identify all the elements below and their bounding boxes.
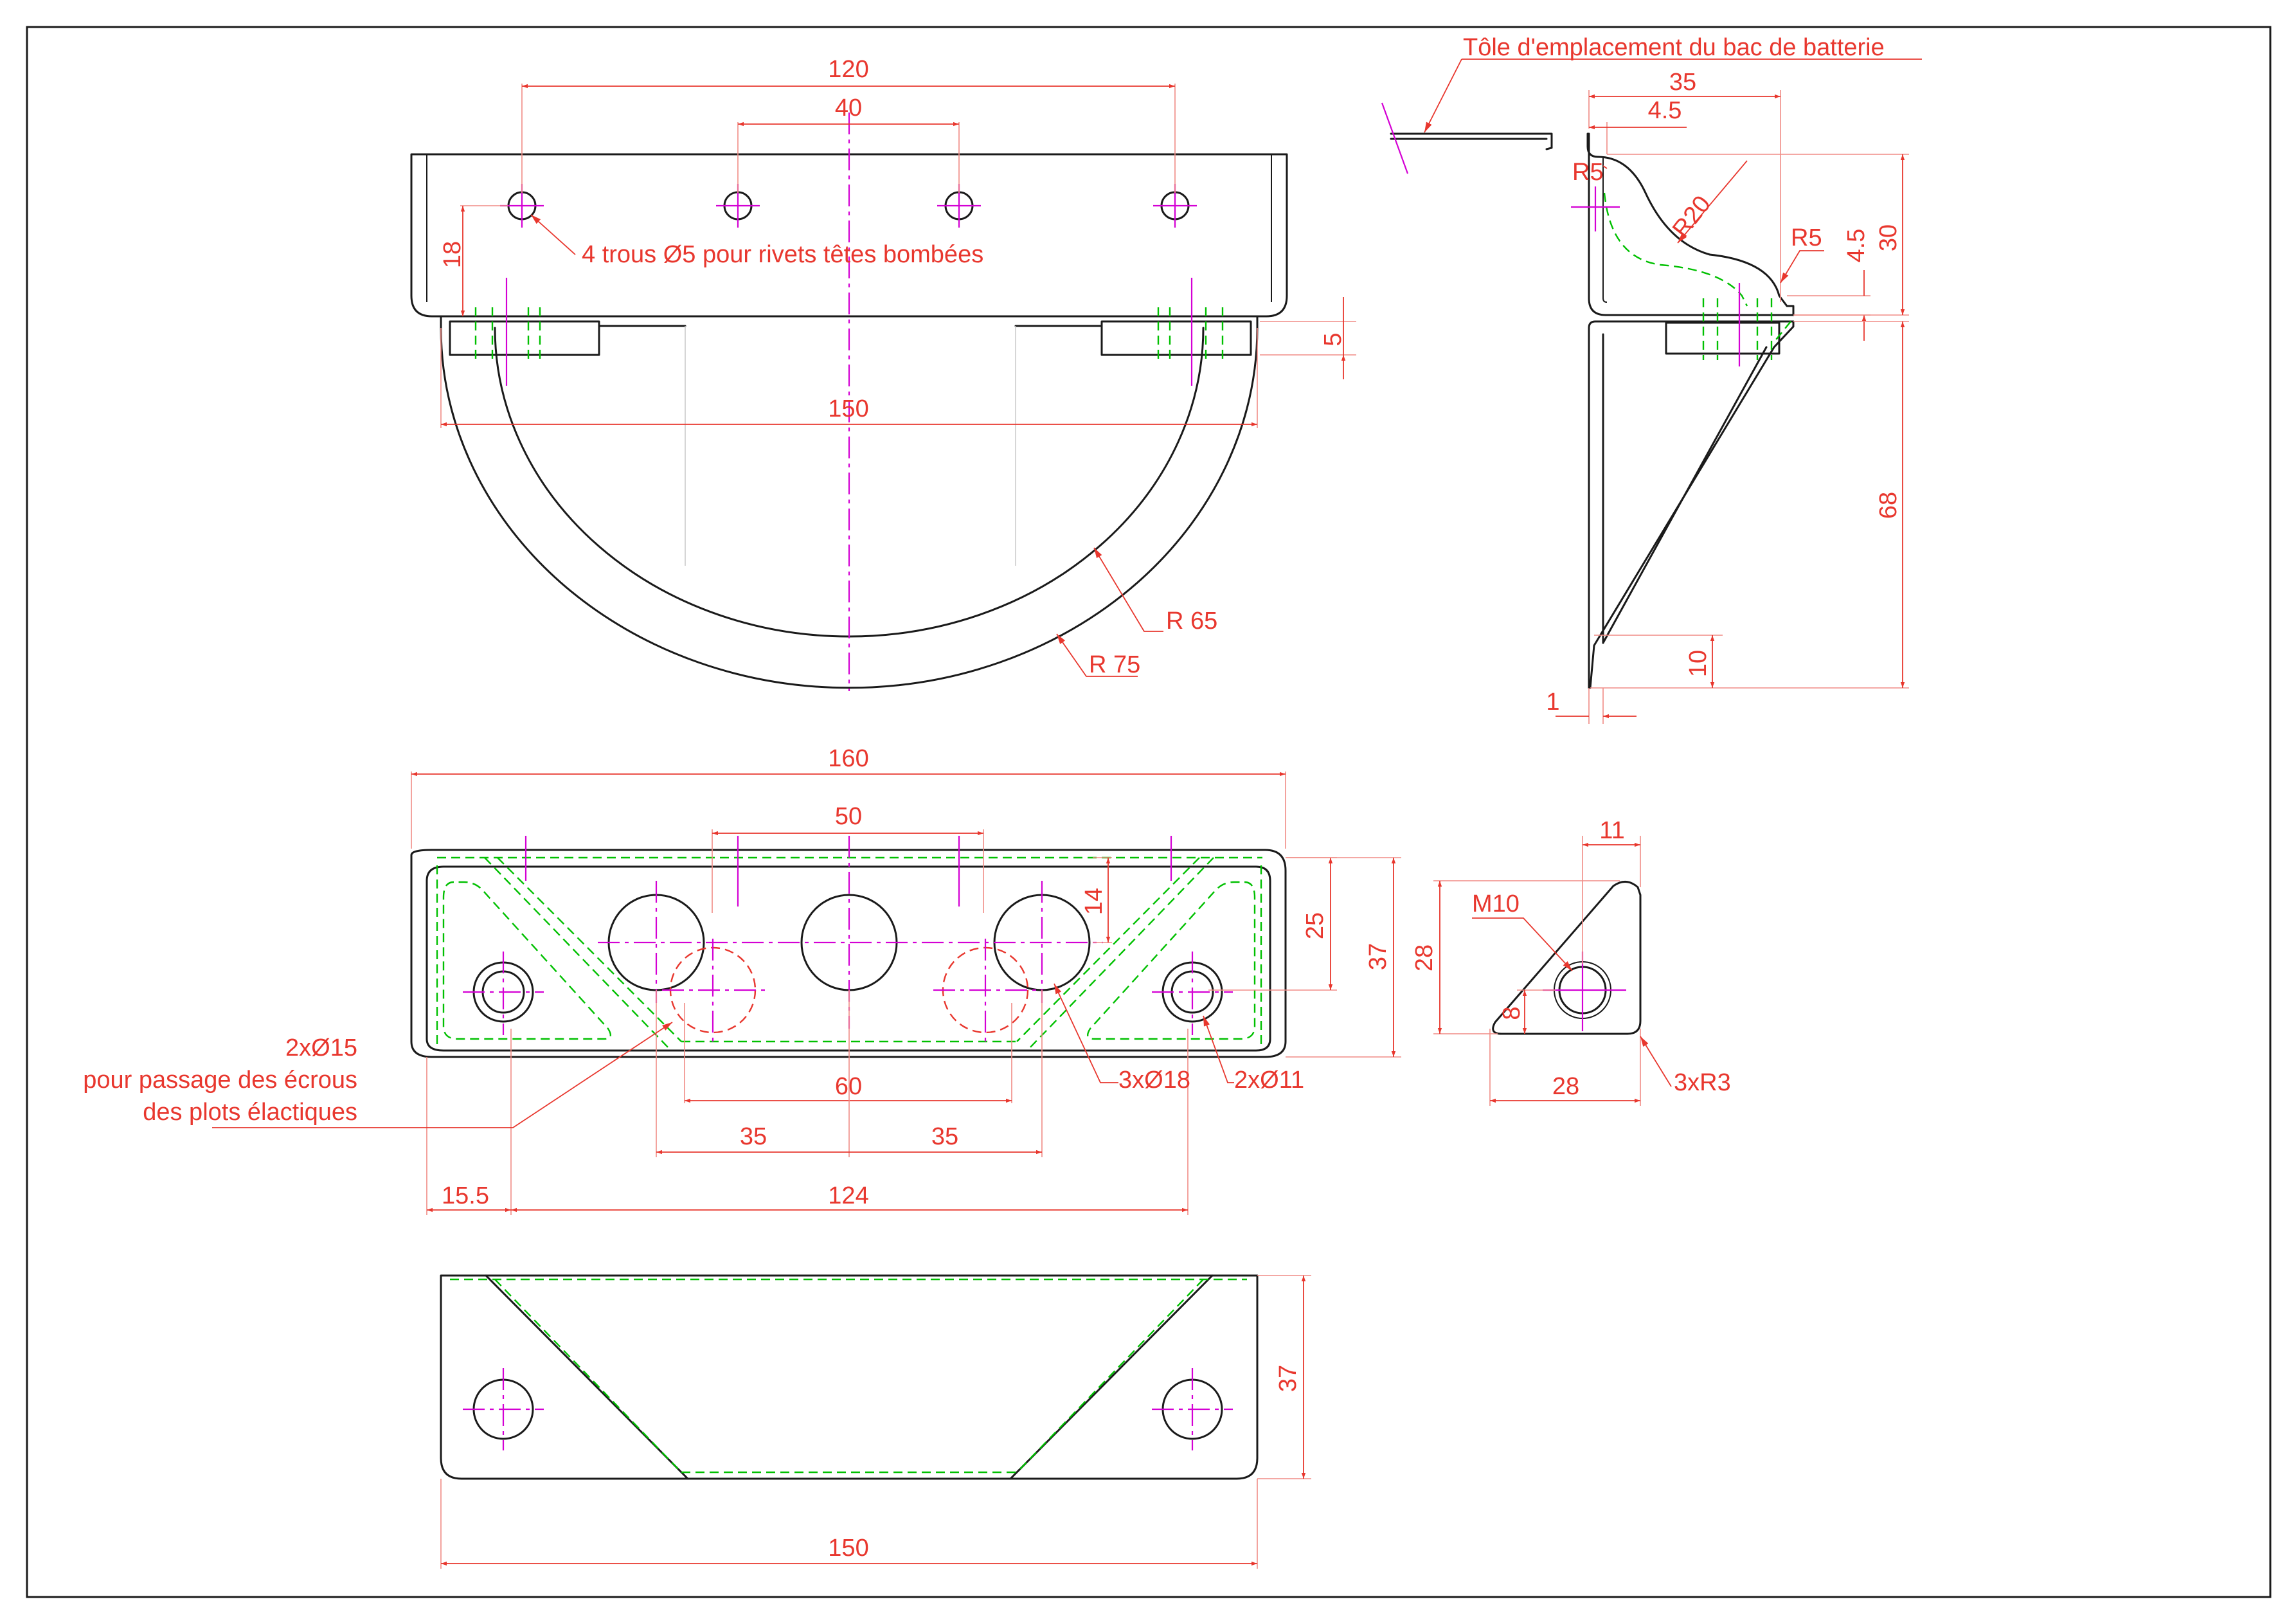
dim-35-left: 35 — [740, 1123, 767, 1150]
dim-124: 124 — [828, 1182, 868, 1209]
note-line2: pour passage des écrous — [83, 1067, 357, 1094]
dim-8: 8 — [1498, 1006, 1525, 1020]
outer-arc-r75 — [440, 327, 1259, 689]
note-line3: des plots élactiques — [143, 1099, 357, 1126]
top-flange-outline — [410, 153, 1288, 318]
dim-150-bottom: 150 — [828, 1535, 868, 1562]
dim-4-5-top: 4.5 — [1648, 97, 1682, 124]
front-view: 160 50 14 25 37 60 35 35 15.5 124 2xØ15 — [83, 745, 1401, 1215]
dim-37-front: 37 — [1365, 943, 1392, 970]
dim-18: 18 — [439, 241, 466, 268]
side-bracket-lower — [1588, 320, 1795, 689]
m10-label: M10 — [1472, 890, 1520, 917]
dim-1: 1 — [1546, 689, 1559, 716]
dim-14: 14 — [1081, 888, 1108, 915]
dim-28-v: 28 — [1411, 944, 1438, 971]
dim-28-h: 28 — [1552, 1073, 1579, 1100]
r75-label: R 75 — [1089, 651, 1140, 678]
dim-68: 68 — [1875, 492, 1902, 519]
bottom-plate-outline — [440, 1274, 1259, 1480]
side-view: 35 4.5 R5 R20 R5 4.5 30 68 10 1 — [1381, 34, 1922, 724]
holes-18-label: 3xØ18 — [1118, 1067, 1190, 1094]
dim-25: 25 — [1302, 912, 1329, 939]
holes-11-label: 2xØ11 — [1234, 1067, 1304, 1094]
holes-note: 4 trous Ø5 pour rivets têtes bombées — [582, 241, 983, 268]
dim-40: 40 — [835, 95, 862, 122]
dim-5: 5 — [1320, 332, 1347, 346]
dim-35-right: 35 — [931, 1123, 958, 1150]
front-outer-outline — [410, 849, 1287, 1058]
top-view: 120 40 18 5 150 4 trous Ø5 pour rivets t… — [410, 56, 1356, 691]
dim-37-bottom: 37 — [1275, 1365, 1302, 1392]
dim-150: 150 — [828, 395, 868, 422]
gusset-view: 11 M10 28 8 28 3xR3 — [1411, 817, 1731, 1106]
note-line1: 2xØ15 — [285, 1034, 357, 1061]
dim-35-side: 35 — [1669, 69, 1696, 96]
drawing-frame — [26, 26, 2272, 1598]
dim-50: 50 — [835, 803, 862, 830]
dim-11: 11 — [1599, 817, 1624, 844]
plate-note: Tôle d'emplacement du bac de batterie — [1463, 34, 1885, 61]
dim-15-5: 15.5 — [442, 1182, 489, 1209]
dim-10: 10 — [1685, 650, 1712, 677]
side-bracket-upper — [1586, 132, 1795, 316]
gusset-outline — [1492, 881, 1642, 1035]
r5-right: R5 — [1791, 224, 1822, 251]
bottom-view: 37 150 — [440, 1274, 1311, 1569]
r5-top: R5 — [1572, 159, 1604, 186]
dim-4-5-right: 4.5 — [1843, 229, 1870, 263]
r3-label: 3xR3 — [1674, 1069, 1731, 1096]
dim-60: 60 — [835, 1073, 862, 1100]
dim-30: 30 — [1875, 224, 1902, 251]
dim-120: 120 — [828, 56, 868, 83]
r65-label: R 65 — [1166, 608, 1217, 635]
dim-160: 160 — [828, 745, 868, 772]
